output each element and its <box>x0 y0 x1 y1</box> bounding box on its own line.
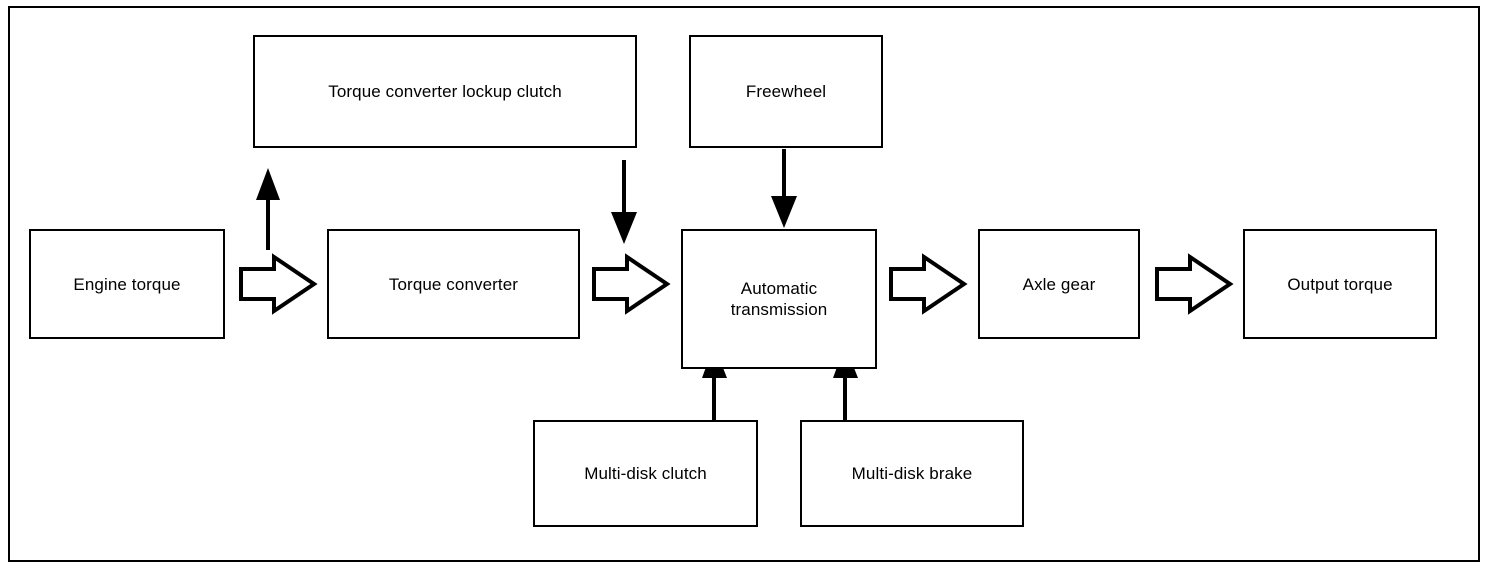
node-torque-converter[interactable]: Torque converter <box>327 229 580 339</box>
node-automatic-transmission-label: Automatic transmission <box>730 279 828 319</box>
node-engine-torque-label: Engine torque <box>73 274 181 294</box>
node-multi-disk-brake-label: Multi-disk brake <box>851 464 973 483</box>
node-multi-disk-clutch[interactable]: Multi-disk clutch <box>533 420 758 527</box>
node-lockup-clutch-label: Torque converter lockup clutch <box>328 82 562 101</box>
node-axle-gear[interactable]: Axle gear <box>978 229 1140 339</box>
node-torque-converter-label: Torque converter <box>388 274 519 294</box>
node-output-torque-label: Output torque <box>1287 274 1393 294</box>
node-output-torque[interactable]: Output torque <box>1243 229 1437 339</box>
diagram-outer-border <box>8 6 1480 562</box>
node-automatic-transmission[interactable]: Automatic transmission <box>681 229 877 369</box>
node-multi-disk-clutch-label: Multi-disk clutch <box>584 464 707 483</box>
node-multi-disk-brake[interactable]: Multi-disk brake <box>800 420 1024 527</box>
node-lockup-clutch[interactable]: Torque converter lockup clutch <box>253 35 637 148</box>
node-freewheel[interactable]: Freewheel <box>689 35 883 148</box>
node-freewheel-label: Freewheel <box>745 82 827 101</box>
node-engine-torque[interactable]: Engine torque <box>29 229 225 339</box>
node-axle-gear-label: Axle gear <box>1022 274 1096 294</box>
